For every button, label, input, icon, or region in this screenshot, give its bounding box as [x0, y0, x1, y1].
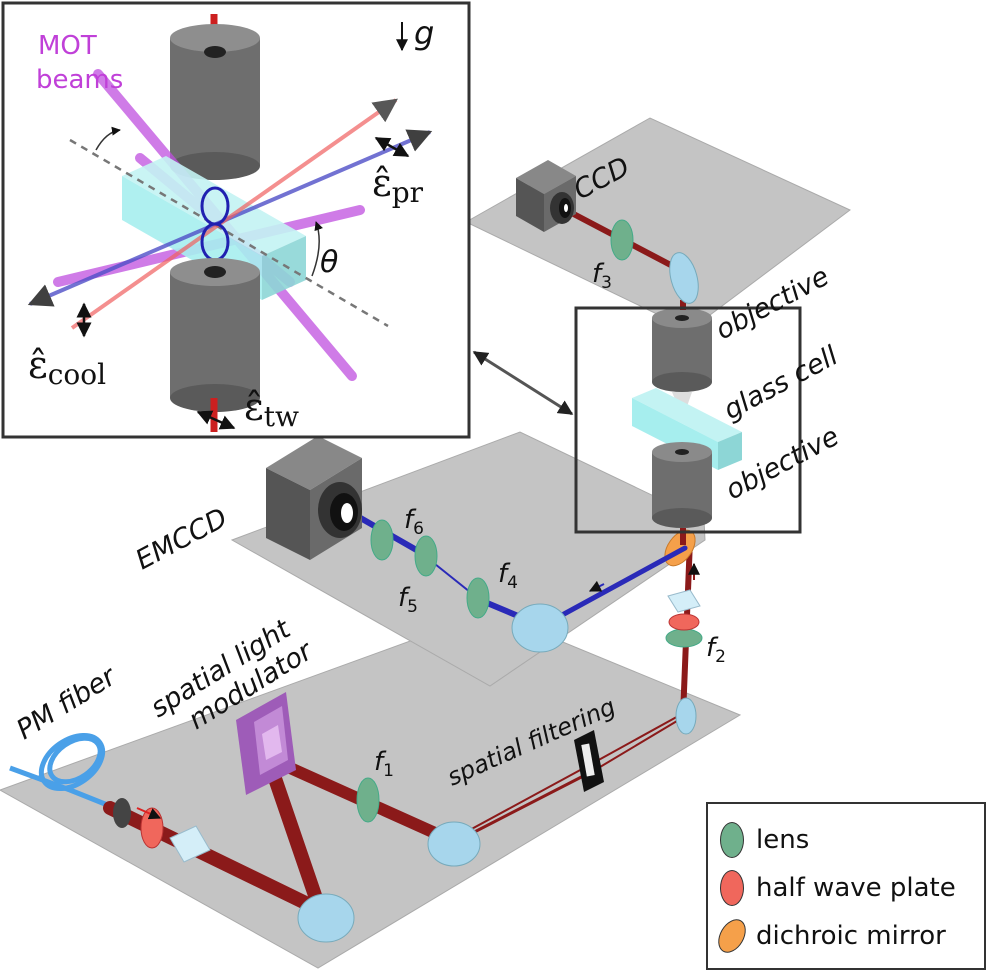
legend-item-dichroic-mirror: dichroic mirror [712, 914, 946, 958]
half-wave-plate-top [668, 613, 700, 631]
legend-item-half-wave-plate: half wave plate [720, 868, 956, 908]
pm-fiber-label: PM fiber [11, 660, 123, 746]
mirror-middle [511, 603, 569, 653]
inset-link-arrow [472, 350, 574, 416]
ccd-camera [516, 160, 576, 232]
lens-f6 [370, 519, 394, 561]
gravity-label: g [414, 14, 434, 52]
polarizing-cube-top [667, 589, 701, 613]
epsilon-probe-label: ε̂pr [372, 161, 424, 209]
objective-frame [574, 306, 802, 534]
fiber-collimator [113, 798, 131, 828]
middle-plate [230, 431, 706, 687]
spatial-filter [574, 730, 604, 792]
legend: lens half wave plate dichroic mirror [706, 802, 986, 970]
lens-f3 [610, 219, 634, 261]
half-wave-plate-swatch-icon [720, 870, 744, 906]
emccd-label: EMCCD [131, 502, 233, 576]
epsilon-cool-label: ε̂cool [28, 343, 106, 391]
mot-beams-label-line1: MOT [38, 31, 97, 61]
lens-f4 [466, 577, 490, 619]
legend-label-lens: lens [756, 825, 810, 855]
glass-cell-label: glass cell [719, 340, 844, 426]
legend-item-lens: lens [720, 820, 809, 860]
inset-content [27, 14, 433, 432]
legend-label-dichroic-mirror: dichroic mirror [756, 921, 946, 951]
theta-label: θ [320, 245, 338, 280]
mirror-bottom-2 [427, 821, 481, 867]
tube-lens-top [669, 252, 699, 304]
epsilon-tw-label: ε̂tw [244, 385, 299, 433]
dichroic-mirror-swatch-icon [712, 914, 752, 958]
emccd-camera [266, 436, 362, 560]
mirror-bottom-3 [675, 697, 697, 735]
lens-f1 [356, 777, 380, 823]
mirror-bottom-1 [297, 893, 355, 943]
beam-direction-arrow-left [588, 580, 605, 592]
f2-label: f2 [706, 633, 726, 667]
lens-f5 [414, 535, 438, 577]
polarizing-cube-bottom [169, 825, 211, 863]
mot-beams-label-line2: beams [36, 65, 123, 95]
legend-label-half-wave-plate: half wave plate [756, 873, 956, 903]
lens-f2 [665, 628, 703, 648]
objective-assembly [632, 300, 742, 545]
spatial-light-modulator [236, 692, 296, 795]
lens-swatch-icon [720, 822, 744, 858]
pm-fiber-coil [9, 732, 111, 809]
polarization-arrow-bottom [136, 807, 162, 820]
